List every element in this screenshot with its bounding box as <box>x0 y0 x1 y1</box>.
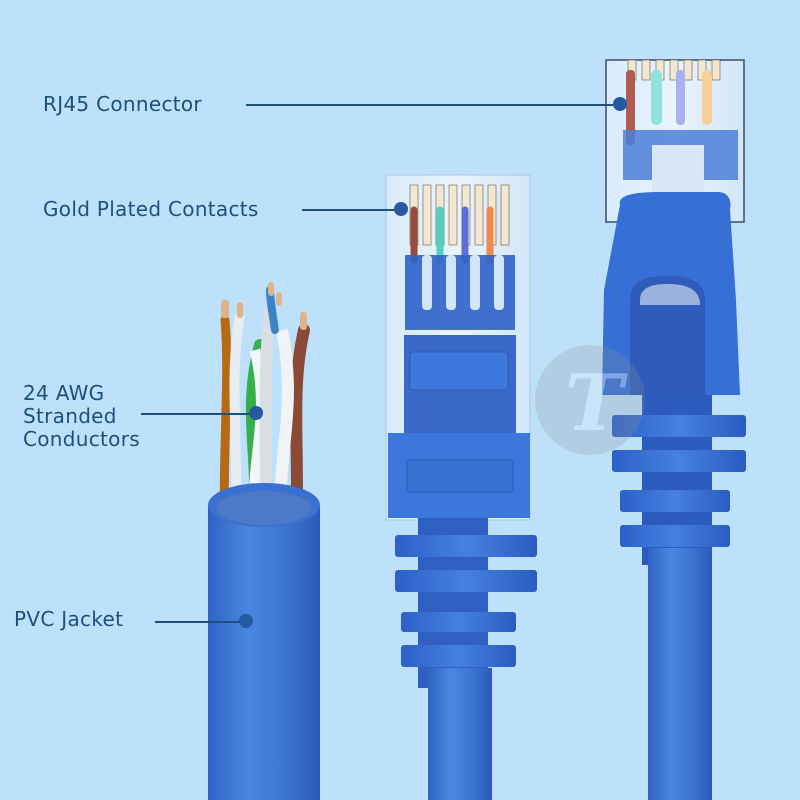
leader-line-awg <box>141 413 251 415</box>
leader-line-rj45 <box>246 104 621 106</box>
callout-awg-line1: 24 AWG <box>23 381 105 405</box>
callout-dot-awg <box>249 406 263 420</box>
leader-line-pvc <box>155 621 241 623</box>
callout-awg-line2: Stranded <box>23 404 117 428</box>
callout-dot-rj45 <box>613 97 627 111</box>
callout-awg-line3: Conductors <box>23 427 140 451</box>
rj45-connector-front <box>385 174 537 800</box>
stripped-cable <box>208 282 320 800</box>
callout-dot-pvc <box>239 614 253 628</box>
callout-gold-plated-contacts: Gold Plated Contacts <box>43 197 259 221</box>
svg-text:T: T <box>565 358 628 449</box>
rj45-connector-side <box>602 59 746 800</box>
watermark-logo: T <box>535 345 645 455</box>
callout-dot-gold <box>394 202 408 216</box>
leader-line-gold <box>302 209 400 211</box>
callout-rj45-connector: RJ45 Connector <box>43 92 202 116</box>
callout-pvc-jacket: PVC Jacket <box>14 607 124 631</box>
